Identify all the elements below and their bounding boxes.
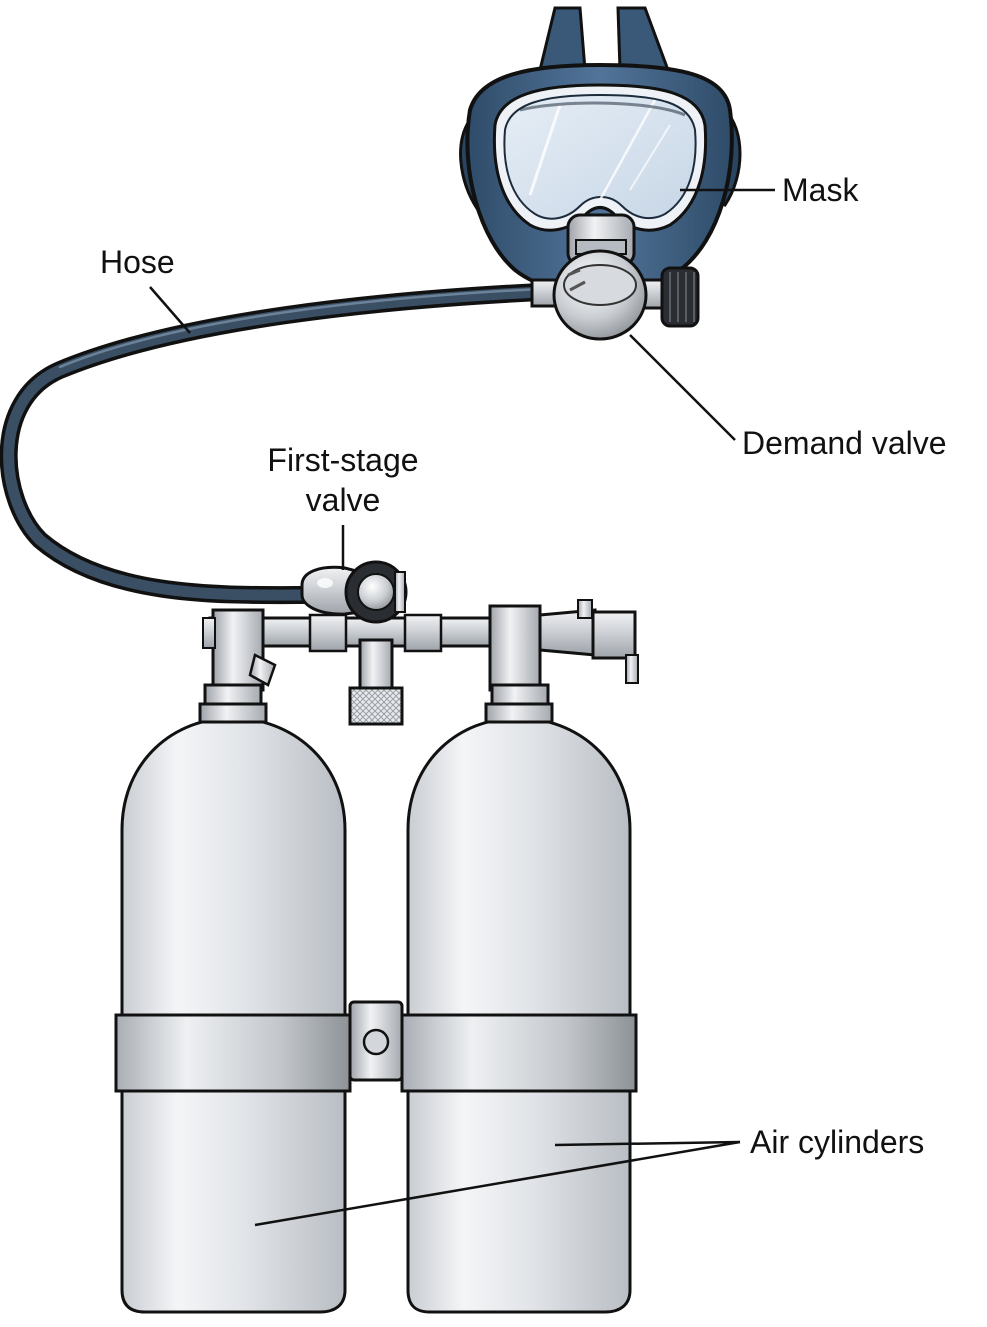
mask — [459, 6, 742, 298]
leader-hose — [149, 286, 191, 334]
label-air-cylinders: Air cylinders — [750, 1124, 925, 1160]
label-hose: Hose — [100, 244, 175, 280]
valve-manifold — [202, 599, 639, 726]
leader-demand-valve — [629, 334, 736, 441]
label-demand-valve: Demand valve — [742, 425, 947, 461]
air-cylinder-left — [120, 683, 347, 1314]
leader-cylinder-right — [554, 1140, 741, 1147]
leader-lines — [149, 188, 775, 1227]
label-first-stage-line1: First-stage — [267, 442, 419, 478]
mask-strap-right — [616, 6, 671, 72]
mask-strap-left — [538, 6, 587, 72]
demand-valve-knob — [660, 266, 700, 328]
label-first-stage-valve: First-stage valve — [238, 440, 448, 520]
label-mask: Mask — [782, 172, 859, 208]
cylinder-band — [114, 1000, 638, 1093]
first-stage-valve — [300, 560, 408, 624]
demand-valve — [530, 249, 700, 341]
leader-cylinder-left — [254, 1140, 741, 1227]
air-cylinder-right — [406, 683, 632, 1314]
label-first-stage-line2: valve — [305, 482, 381, 518]
hose — [0, 283, 549, 605]
